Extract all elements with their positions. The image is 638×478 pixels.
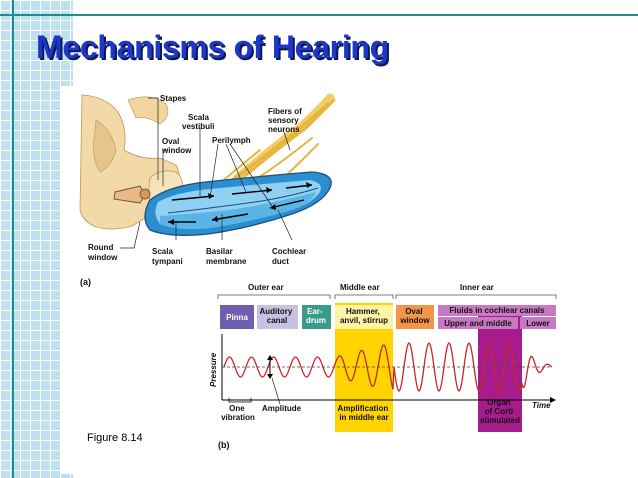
region-outer-ear: Outer ear — [248, 283, 284, 292]
box-oval-window-label: Oval window — [399, 307, 430, 325]
label-fibers: Fibers of sensory neurons — [268, 107, 304, 134]
label-oval-window-a: Oval window — [161, 137, 192, 155]
box-oval-window-2: window — [399, 316, 430, 325]
label-oval-window-a-2: window — [161, 146, 192, 155]
stapes-footplate — [139, 188, 151, 200]
box-fluids-label: Fluids in cochlear canals — [449, 306, 545, 315]
annotation-amplification-2: in middle ear — [339, 413, 388, 422]
box-hammer-2: anvil, stirrup — [340, 316, 388, 325]
box-eardrum — [302, 305, 331, 329]
box-upper-middle — [438, 317, 518, 329]
annotation-one-vibration: One vibration — [221, 404, 255, 422]
left-rule — [12, 0, 14, 478]
label-basilar-membrane-1: Basilar — [206, 247, 233, 256]
axis-time-label: Time — [532, 401, 551, 410]
annotation-organ-1: Organ — [487, 398, 511, 407]
label-cochlear-duct: Cochlear duct — [272, 247, 308, 266]
label-scala-vestibuli-1: Scala — [188, 113, 209, 122]
box-eardrum-2: drum — [306, 316, 326, 325]
amplitude-leader — [271, 377, 281, 405]
annotation-organ-2: of Corti — [485, 407, 513, 416]
label-round-window-2: window — [87, 253, 118, 262]
label-scala-vestibuli-2: vestibuli — [182, 122, 214, 131]
panel-a: Stapes Scala vestibuli Oval window Peril… — [79, 93, 336, 287]
annotation-one-vibration-2: vibration — [221, 413, 255, 422]
box-pinna-label: Pinna — [226, 313, 248, 322]
box-auditory-canal-1: Auditory — [259, 307, 292, 316]
amplitude-arrow-up — [267, 355, 273, 360]
label-round-window: Round window — [87, 243, 118, 262]
box-fluids — [438, 305, 556, 316]
label-perilymph: Perilymph — [212, 136, 251, 145]
label-cochlear-duct-1: Cochlear — [272, 247, 306, 256]
one-vibration-bracket — [228, 398, 252, 403]
box-eardrum-label: Ear- drum — [306, 307, 326, 325]
arrow-heads — [168, 182, 312, 225]
amplitude-arrow-down — [267, 374, 273, 379]
label-fibers-3: neurons — [268, 125, 300, 134]
stapes-shape — [113, 185, 146, 204]
annotation-amplification: Amplification in middle ear — [338, 404, 391, 422]
label-scala-tympani-2: tympani — [152, 257, 183, 266]
sound-wave — [223, 341, 553, 393]
label-oval-window-a-1: Oval — [162, 137, 179, 146]
annotation-organ-3: stimulated — [480, 416, 520, 425]
label-fibers-2: sensory — [268, 116, 299, 125]
panel-b-label: (b) — [218, 440, 230, 450]
label-fibers-1: Fibers of — [268, 107, 302, 116]
label-scala-tympani: Scala tympani — [152, 247, 183, 266]
box-lower-label: Lower — [526, 319, 550, 328]
panel-a-label: (a) — [80, 277, 91, 287]
box-oval-window — [396, 305, 434, 329]
box-auditory-canal — [257, 305, 298, 329]
box-oval-window-1: Oval — [405, 307, 422, 316]
label-basilar-membrane-2: membrane — [206, 257, 247, 266]
label-scala-tympani-1: Scala — [152, 247, 173, 256]
x-axis-arrow — [550, 397, 556, 403]
annotation-one-vibration-1: One — [229, 404, 245, 413]
leader-lines — [120, 97, 293, 249]
panel-b: Outer ear Middle ear Inner ear Pinna Aud… — [209, 283, 557, 450]
slide-title: Mechanisms of Hearing — [36, 29, 389, 65]
top-rule — [0, 14, 638, 16]
box-pinna — [220, 305, 254, 329]
basilar-membrane-line — [167, 187, 319, 214]
box-upper-middle-label: Upper and middle — [444, 319, 512, 328]
label-stapes: Stapes — [160, 94, 187, 103]
label-basilar-membrane: Basilar membrane — [206, 247, 247, 266]
label-scala-vestibuli: Scala vestibuli — [182, 113, 214, 131]
figure-caption: Figure 8.14 — [87, 432, 143, 444]
box-hammer-1: Hammer, — [346, 307, 380, 316]
box-lower — [520, 317, 556, 329]
label-round-window-1: Round — [88, 243, 113, 252]
region-brackets — [217, 294, 557, 299]
label-cochlear-duct-2: duct — [272, 257, 289, 266]
box-hammer — [335, 305, 393, 329]
region-middle-ear: Middle ear — [340, 283, 380, 292]
scala-tympani — [160, 192, 316, 229]
annotation-amplification-1: Amplification — [338, 404, 389, 413]
box-auditory-canal-2: canal — [267, 316, 287, 325]
bone-shape-2 — [93, 119, 117, 173]
box-auditory-canal-label: Auditory canal — [259, 307, 294, 325]
box-hammer-label: Hammer, anvil, stirrup — [340, 307, 388, 325]
region-inner-ear: Inner ear — [460, 283, 494, 292]
annotation-organ: Organ of Corti stimulated — [480, 398, 520, 425]
axis-pressure-label: Pressure — [209, 352, 218, 387]
box-eardrum-1: Ear- — [307, 307, 323, 316]
annotation-amplitude: Amplitude — [262, 404, 302, 413]
